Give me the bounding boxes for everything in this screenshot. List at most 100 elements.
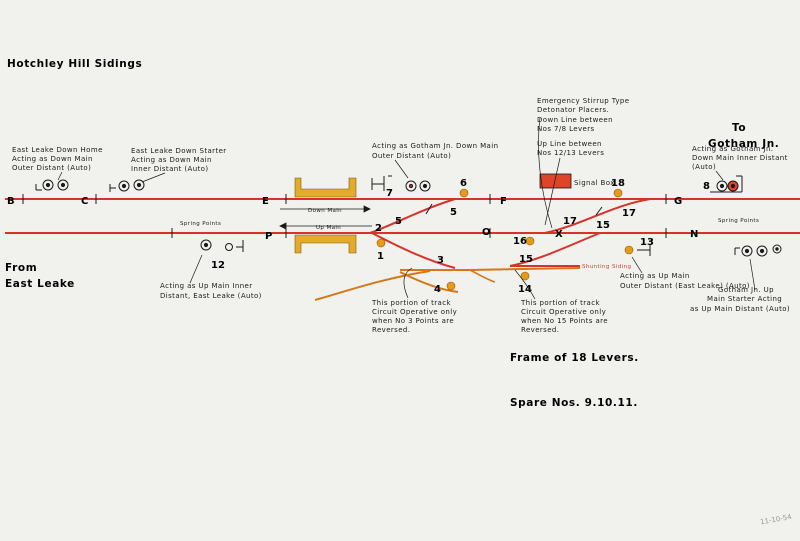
signal-box: Signal Box — [539, 173, 615, 189]
up-platform — [294, 234, 357, 254]
letter-x: X — [555, 229, 563, 240]
note-up-main-outer-distant: Acting as Up Main Outer Distant (East Le… — [620, 272, 750, 290]
headings: Hotchley Hill Sidings To Gotham Jn. From… — [5, 58, 793, 526]
svg-text:Down Line between: Down Line between — [537, 116, 613, 124]
shunting-siding-label: Shunting Siding — [582, 264, 631, 270]
spring-points-right: Spring Points — [718, 218, 759, 224]
branch-to-siding-right — [509, 232, 601, 267]
track-ticks — [22, 194, 667, 238]
destination-gotham: Gotham Jn. — [708, 138, 779, 150]
lever-lamps — [376, 188, 634, 291]
lever-15a: 15 — [596, 220, 610, 231]
lamp-13 — [624, 245, 634, 255]
svg-text:Gotham Jn. Up: Gotham Jn. Up — [718, 286, 774, 294]
lever-1: 1 — [377, 251, 384, 262]
line-labels: Down Main Up Main Shunting Siding Spring… — [180, 208, 759, 270]
signal-13 — [637, 244, 651, 256]
lamp-1 — [376, 238, 386, 248]
letter-e: E — [262, 196, 269, 207]
notes: East Leake Down Home Acting as Down Main… — [12, 97, 790, 334]
svg-text:Main Starter Acting: Main Starter Acting — [707, 295, 782, 303]
lever-5a: 5 — [395, 216, 402, 227]
letter-n: N — [690, 229, 698, 240]
letter-b: B — [7, 196, 15, 207]
note-gotham-down-main-inner: Acting as Gotham Jn. Down Main Inner Dis… — [692, 145, 787, 171]
lever-4: 4 — [434, 284, 441, 295]
svg-text:Acting as Gotham Jn.: Acting as Gotham Jn. — [692, 145, 773, 153]
crossover-17-15 — [544, 198, 651, 234]
svg-text:as Up Main Distant (Auto): as Up Main Distant (Auto) — [690, 305, 790, 313]
signal-box-label: Signal Box — [574, 179, 615, 187]
svg-text:Acting as Gotham Jn. Down Main: Acting as Gotham Jn. Down Main — [372, 142, 498, 150]
siding-lower-left — [314, 270, 431, 301]
lever-7: 7 — [386, 188, 393, 199]
svg-text:This portion of track: This portion of track — [520, 299, 600, 307]
svg-text:East Leake Down Home: East Leake Down Home — [12, 146, 103, 154]
lamp-16 — [525, 236, 535, 246]
letter-f: F — [500, 196, 507, 207]
signal-box-rect — [539, 173, 572, 189]
lever-12: 12 — [211, 260, 225, 271]
svg-text:Acting as Up Main: Acting as Up Main — [620, 272, 690, 280]
siding-lower-branch — [399, 271, 459, 293]
crossover-2-5 — [369, 198, 456, 234]
svg-text:Outer Distant (Auto): Outer Distant (Auto) — [372, 152, 451, 160]
lamp-4 — [446, 281, 456, 291]
svg-text:Outer Distant (East Leake) (Au: Outer Distant (East Leake) (Auto) — [620, 282, 750, 290]
lever-17a: 17 — [563, 216, 577, 227]
svg-text:Inner Distant (Auto): Inner Distant (Auto) — [131, 165, 208, 173]
letter-p: P — [265, 231, 272, 242]
svg-text:Acting as Down Main: Acting as Down Main — [131, 156, 212, 164]
svg-text:(Auto): (Auto) — [692, 163, 716, 171]
svg-text:Distant, East Leake (Auto): Distant, East Leake (Auto) — [160, 292, 262, 300]
letter-o: O — [482, 227, 491, 238]
note-track-circuit-3: This portion of track Circuit Operative … — [371, 299, 457, 334]
svg-text:Outer Distant (Auto): Outer Distant (Auto) — [12, 164, 91, 172]
lever-17b: 17 — [622, 208, 636, 219]
origin-east-leake: East Leake — [5, 278, 75, 290]
down-main-label: Down Main — [308, 208, 342, 214]
svg-text:Nos 7/8 Levers: Nos 7/8 Levers — [537, 125, 595, 133]
letter-c: C — [81, 196, 88, 207]
note-east-leake-down-starter: East Leake Down Starter Acting as Down M… — [131, 147, 227, 173]
lever-3a: 3 — [437, 255, 444, 266]
down-platform — [294, 177, 357, 198]
lever-18: 18 — [611, 178, 625, 189]
lever-16: 16 — [513, 236, 527, 247]
leader-lines — [57, 117, 756, 300]
note-track-circuit-15: This portion of track Circuit Operative … — [520, 299, 608, 334]
lever-14: 14 — [518, 284, 532, 295]
note-detonators: Emergency Stirrup Type Detonator Placers… — [537, 97, 629, 157]
signals — [35, 175, 782, 257]
tracks — [5, 198, 800, 269]
note-up-main-inner-distant: Acting as Up Main Inner Distant, East Le… — [160, 282, 262, 300]
lamp-18 — [613, 188, 623, 198]
svg-text:Emergency Stirrup Type: Emergency Stirrup Type — [537, 97, 629, 105]
siding-main — [400, 267, 581, 271]
platforms — [294, 177, 357, 254]
signal-12 — [200, 239, 244, 252]
lever-8: 8 — [703, 181, 710, 192]
date-note: 11-10-54 — [760, 513, 793, 526]
sidings — [314, 267, 581, 301]
lever-2: 2 — [375, 223, 382, 234]
direction-arrows — [279, 205, 372, 230]
svg-text:Up Line between: Up Line between — [537, 140, 602, 148]
svg-text:when No 3 Points are: when No 3 Points are — [372, 317, 454, 325]
svg-text:when No 15 Points are: when No 15 Points are — [521, 317, 608, 325]
svg-text:This portion of track: This portion of track — [371, 299, 451, 307]
signal-gotham-up-main-starter — [734, 244, 782, 257]
siding-stub-short — [469, 269, 496, 283]
signal-7 — [371, 175, 431, 192]
track-letters: B C E F G P O N X — [7, 196, 698, 242]
svg-text:Nos 12/13 Levers: Nos 12/13 Levers — [537, 149, 604, 157]
svg-text:East Leake Down Starter: East Leake Down Starter — [131, 147, 227, 155]
origin-from: From — [5, 262, 37, 274]
note-gotham-up-main-starter: Gotham Jn. Up Main Starter Acting as Up … — [690, 286, 790, 313]
svg-text:Acting as Down Main: Acting as Down Main — [12, 155, 93, 163]
lever-6: 6 — [460, 178, 467, 189]
svg-text:Acting as Up Main Inner: Acting as Up Main Inner — [160, 282, 253, 290]
signal-east-leake-down-home — [35, 179, 69, 191]
